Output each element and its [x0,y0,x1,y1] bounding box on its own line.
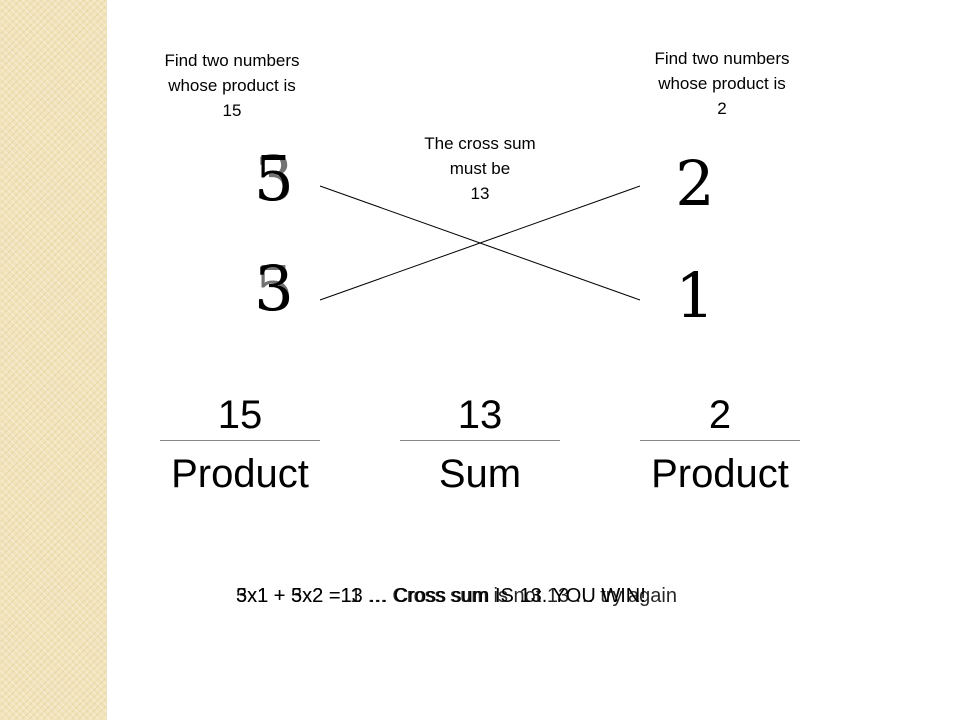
left-top-value: 5 [254,142,294,215]
cross-sum-line-1: The cross sum [424,134,536,153]
win-message: 3x1 + 5x2 =13 … Cross sum IS 13. YOU WIN… [236,585,646,607]
sum-value: 13 [457,393,503,437]
left-instruction: Find two numbers whose product is 15 [132,48,332,123]
left-top-number: 3 5 [244,148,304,210]
cross-line-up [319,185,641,301]
left-instruction-line-2: whose product is [168,76,296,95]
product-right-value: 2 [708,393,732,437]
product-right-divider [640,440,800,441]
left-instruction-line-3: 15 [222,101,242,120]
right-instruction-line-1: Find two numbers [654,49,790,68]
cross-sum-line-3: 13 [470,184,490,203]
product-left-label: Product [171,452,309,496]
product-left-value: 15 [217,393,263,437]
sum-divider [400,440,560,441]
sum-label: Sum [438,452,522,496]
right-instruction: Find two numbers whose product is 2 [622,46,822,121]
left-bottom-number: 5 3 [244,258,304,320]
right-instruction-line-3: 2 [717,99,727,118]
try-again-message: 5x1 + 3x2 =11 … Cross sum is not 13 … tr… [236,585,677,607]
cross-sum-line-2: must be [449,159,511,178]
left-bottom-value: 3 [254,252,294,325]
left-top-ghost-number: 3 [254,142,294,215]
cross-sum-instruction: The cross sum must be 13 [390,131,570,206]
right-top-number: 2 [675,147,715,220]
left-bottom-ghost-number: 5 [254,252,294,325]
right-instruction-line-2: whose product is [658,74,786,93]
decorative-sidebar [0,0,107,720]
right-bottom-number: 1 [675,259,715,332]
product-right-label: Product [651,452,789,496]
product-left-divider [160,440,320,441]
left-instruction-line-1: Find two numbers [164,51,300,70]
